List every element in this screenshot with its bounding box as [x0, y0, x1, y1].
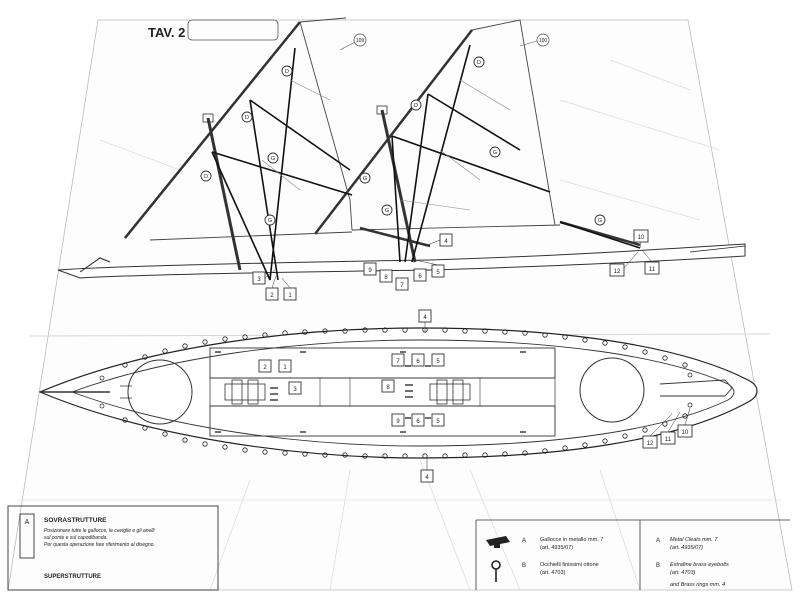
- svg-text:6: 6: [416, 359, 420, 365]
- legend-section-letter: A: [25, 519, 30, 526]
- side-view: 109 100 D D D D D G G G G G G 3 2 1 4 5 …: [57, 17, 746, 301]
- title-frame: [187, 19, 279, 41]
- svg-text:Per questa operazione fare rif: Per questa operazione fare riferimento a…: [44, 542, 155, 548]
- svg-text:Extrafine brass eyebolts: Extrafine brass eyebolts: [670, 562, 729, 568]
- svg-text:D: D: [245, 115, 249, 121]
- legend-left: A SOVRASTRUTTURE Posizionare tutte le ga…: [7, 505, 219, 591]
- svg-text:D: D: [477, 60, 481, 66]
- hull-plan-outline: [38, 327, 758, 459]
- svg-text:11: 11: [649, 267, 656, 273]
- svg-text:and Brass rings mm. 4: and Brass rings mm. 4: [670, 582, 725, 588]
- svg-text:Occhielli finissimi ottone: Occhielli finissimi ottone: [540, 562, 599, 568]
- hull-profile: [57, 243, 746, 279]
- yard-main: [314, 29, 473, 235]
- svg-text:(art. 4935/07): (art. 4935/07): [670, 545, 703, 551]
- svg-text:D: D: [204, 174, 208, 180]
- svg-text:12: 12: [614, 269, 621, 275]
- svg-text:G: G: [363, 176, 367, 182]
- plan-view: 4 2 1 3 7 6 5 8 9 6 5 4 10 11 12: [38, 309, 758, 483]
- svg-text:D: D: [285, 69, 289, 75]
- svg-text:B: B: [522, 563, 526, 569]
- sail-label-left: 109: [356, 38, 365, 44]
- svg-text:1: 1: [288, 293, 292, 299]
- svg-text:G: G: [598, 218, 602, 224]
- svg-text:G: G: [385, 208, 389, 214]
- svg-text:Metal Cleats mm. 7: Metal Cleats mm. 7: [670, 537, 718, 543]
- svg-text:A: A: [522, 538, 526, 544]
- svg-text:5: 5: [436, 270, 440, 276]
- aft-opening: [579, 357, 645, 423]
- svg-text:2: 2: [270, 293, 274, 299]
- svg-text:12: 12: [647, 441, 654, 447]
- svg-text:8: 8: [384, 275, 388, 281]
- paper-sheet: [7, 19, 793, 591]
- mast-main: [380, 109, 417, 263]
- svg-text:(art. 4935/07): (art. 4935/07): [540, 545, 573, 551]
- svg-text:(art. 4703): (art. 4703): [540, 570, 566, 576]
- belaying-pins: [122, 327, 688, 459]
- svg-text:B: B: [656, 563, 660, 569]
- svg-text:Gallocce in metallo mm. 7: Gallocce in metallo mm. 7: [540, 537, 603, 543]
- eyebolt-icon: [491, 560, 501, 582]
- svg-text:sul ponte e sul capodibanda.: sul ponte e sul capodibanda.: [44, 535, 108, 541]
- legend-right: A Gallocce in metallo mm. 7 (art. 4935/0…: [475, 519, 790, 590]
- svg-text:SUPERSTRUTTURE: SUPERSTRUTTURE: [44, 574, 101, 580]
- fore-opening: [127, 359, 193, 425]
- deck-cleats: [215, 351, 526, 433]
- svg-text:9: 9: [368, 268, 372, 274]
- svg-text:A: A: [656, 538, 660, 544]
- svg-text:5: 5: [436, 419, 440, 425]
- rigging-letters: D D D D D G G G G G G: [200, 56, 606, 226]
- svg-text:4: 4: [425, 475, 429, 481]
- sail-label-right: 100: [539, 38, 548, 44]
- svg-text:G: G: [493, 150, 497, 156]
- svg-text:1: 1: [283, 365, 287, 371]
- svg-text:G: G: [271, 156, 275, 162]
- gunwale-line: [70, 339, 735, 447]
- svg-text:G: G: [268, 218, 272, 224]
- svg-text:5: 5: [436, 359, 440, 365]
- svg-text:D: D: [414, 103, 418, 109]
- cleat-icon: [486, 536, 510, 548]
- svg-text:10: 10: [638, 235, 645, 241]
- svg-text:Posizionare tutte le gallocce,: Posizionare tutte le gallocce, le cavigl…: [44, 528, 156, 534]
- mast-fore: [206, 117, 242, 271]
- sheet-title: TAV. 2: [148, 25, 185, 40]
- svg-text:3: 3: [257, 277, 261, 283]
- svg-text:4: 4: [423, 315, 427, 321]
- svg-text:6: 6: [416, 419, 420, 425]
- svg-text:6: 6: [418, 274, 422, 280]
- svg-text:10: 10: [682, 430, 689, 436]
- svg-text:(art. 4703): (art. 4703): [670, 570, 696, 576]
- svg-text:11: 11: [665, 437, 672, 443]
- svg-text:7: 7: [400, 283, 404, 289]
- svg-text:7: 7: [396, 359, 400, 365]
- svg-text:9: 9: [396, 419, 400, 425]
- svg-text:8: 8: [386, 385, 390, 391]
- svg-text:4: 4: [444, 239, 448, 245]
- yard-fore: [124, 21, 301, 239]
- legend-section-title: SOVRASTRUTTURE: [44, 517, 107, 524]
- running-rigging: [211, 44, 641, 281]
- svg-text:2: 2: [263, 365, 267, 371]
- svg-text:3: 3: [293, 387, 297, 393]
